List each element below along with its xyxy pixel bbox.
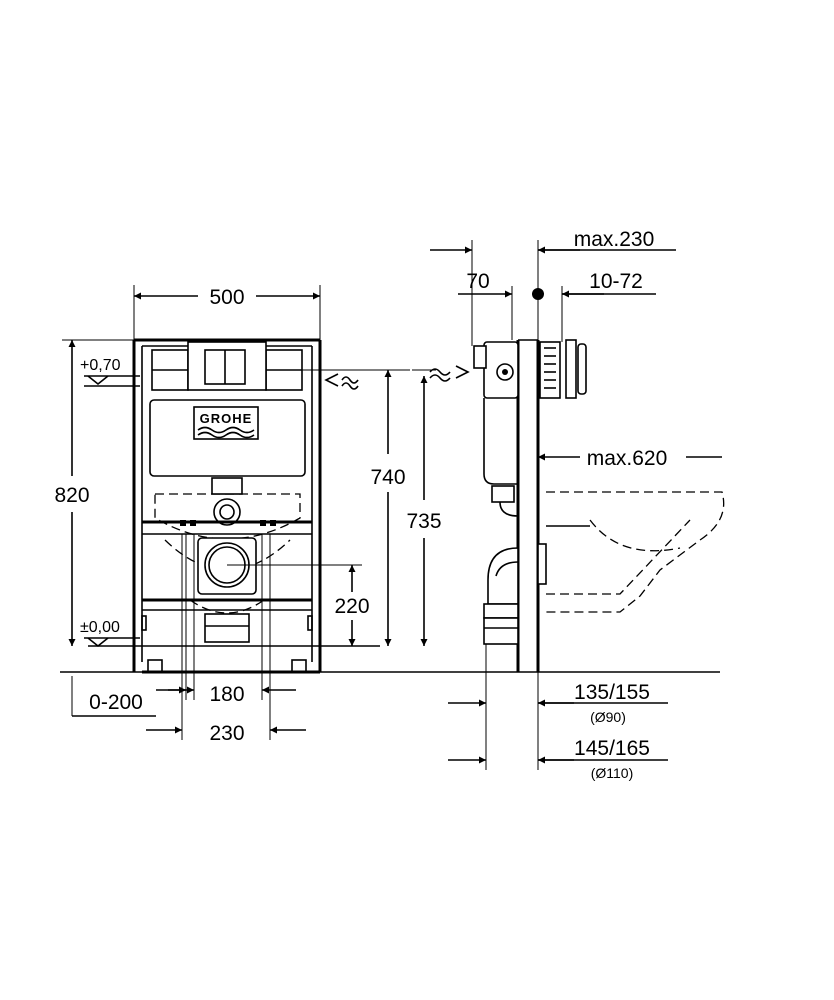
dim-145-165: 145/165 (Ø110) (448, 737, 668, 781)
dim-bolt-180: 180 (168, 534, 296, 706)
water-inlet-side-icon (429, 365, 470, 382)
dim-inlet-740: 740 (370, 370, 406, 646)
waste-outlet (189, 537, 265, 643)
dim-width-500: 500 (133, 285, 321, 340)
pipe-a-label: 135/155 (574, 681, 650, 704)
dim-10-72: 10-72 (532, 270, 656, 342)
height-label: 820 (54, 484, 89, 507)
level-top-label: +0,70 (80, 357, 121, 374)
brand-logo: GROHE (200, 411, 253, 426)
dim-max-230: max.230 (430, 228, 676, 346)
max-620-label: max.620 (587, 447, 668, 470)
wc-bowl-outline (546, 491, 725, 613)
dim-135-155: 135/155 (Ø90) (448, 644, 668, 770)
front-view: GROHE (54, 285, 720, 745)
water-inlet-icon (300, 369, 410, 390)
cistern: GROHE (149, 399, 306, 477)
pipe-b-diameter: (Ø110) (591, 765, 634, 781)
pipe-b-label: 145/165 (574, 737, 650, 760)
level-bottom-label: ±0,00 (80, 619, 120, 636)
dim-height-820: 820 (54, 339, 134, 646)
dim-inlet-735: 735 (406, 369, 442, 646)
outlet-height-label: 220 (334, 595, 369, 618)
bolt-spacing-b-label: 230 (209, 722, 244, 745)
depth-70-label: 70 (466, 270, 489, 293)
level-mark-bottom: ±0,00 (80, 619, 140, 648)
dim-70: 70 (458, 270, 513, 340)
width-label: 500 (209, 286, 244, 309)
dim-bolt-230: 230 (146, 534, 306, 745)
level-mark-top: +0,70 (80, 357, 140, 387)
dim-outlet-220: 220 (227, 564, 370, 646)
inlet-height-a-label: 740 (370, 466, 405, 489)
inlet-height-b-label: 735 (406, 510, 441, 533)
bolt-spacing-a-label: 180 (209, 683, 244, 706)
pipe-a-diameter: (Ø90) (590, 709, 626, 725)
side-view: max.230 70 10-72 max.620 (429, 228, 725, 781)
dim-offset-0-200: 0-200 (71, 534, 187, 717)
dim-max-620: max.620 (538, 447, 722, 470)
flush-pipe (211, 477, 243, 526)
flush-plate (187, 341, 267, 391)
waste-pipe-side (483, 543, 547, 645)
cistern-side (473, 341, 519, 485)
max-depth-label: max.230 (574, 228, 655, 251)
flush-plate-side (539, 339, 587, 399)
range-10-72-label: 10-72 (589, 270, 643, 293)
flush-pipe-side (491, 485, 519, 517)
offset-label: 0-200 (89, 691, 143, 714)
